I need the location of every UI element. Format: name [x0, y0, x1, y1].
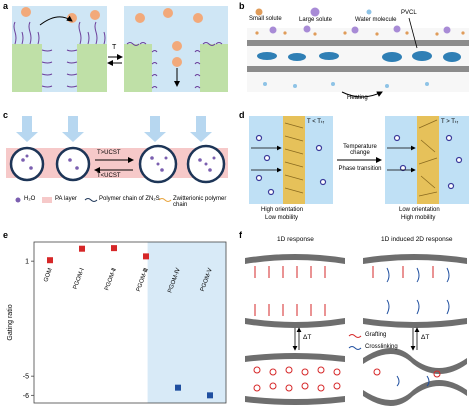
panel-c-illustration [6, 116, 228, 203]
grafting-legend: Grafting [365, 332, 387, 338]
y-tick-label: -6 [23, 393, 29, 400]
data-point [111, 245, 117, 252]
panel-a-illustration [12, 6, 228, 92]
temperature-change-label: Temperature change [343, 144, 377, 156]
large-solute-label: Large solute [299, 17, 333, 23]
panel-b: b Small solute Large solute Water molecu… [237, 0, 474, 106]
panel-d-label: d [239, 110, 245, 120]
panel-b-illustration [247, 7, 469, 98]
plot-frame [33, 241, 227, 404]
t-high-label: T > Tₜᵣ [441, 119, 459, 125]
panel-e-label: e [3, 230, 9, 240]
category-label: PGOM-Ⅱ [104, 267, 118, 291]
right-response-title: 1D induced 2D response [381, 236, 453, 243]
data-point [175, 384, 181, 391]
phase-transition-label: Phase transition [338, 166, 382, 172]
right-caption-line-2: High mobility [401, 215, 436, 221]
legend-pa-layer: PA layer [55, 196, 77, 202]
t-below-ucst-label: T<UCST [97, 173, 121, 179]
left-response-title: 1D response [277, 236, 314, 243]
y-tick-label: -5 [23, 374, 29, 381]
heating-label: Heating [347, 95, 368, 101]
legend-polymer-chain: Polymer chain of ZN₂S [99, 196, 160, 202]
legend-zwitterionic-chain: Zwitterionic polymer chain [173, 196, 227, 208]
panel-b-label: b [239, 1, 245, 11]
pvcl-label: PVCL [401, 10, 417, 16]
data-point [79, 245, 85, 252]
data-point [207, 392, 213, 399]
t-above-ucst-label: T>UCST [97, 150, 121, 156]
panel-f-label: f [239, 230, 242, 240]
category-label: PGOM-Ⅰ [73, 267, 86, 290]
panel-d: d T < Tₜᵣ T > Tₜᵣ Temperature change Pha… [237, 108, 474, 226]
data-point [47, 257, 53, 264]
panel-a-label: a [3, 1, 9, 11]
right-delta-t: ΔT [421, 334, 430, 341]
category-label: GOM [43, 267, 54, 283]
left-caption-line-2: Low mobility [265, 215, 299, 221]
water-molecule-label: Water molecule [355, 17, 397, 23]
shaded-region [147, 242, 226, 403]
small-solute-label: Small solute [249, 16, 282, 22]
right-caption-line-1: Low orientation [399, 207, 440, 213]
y-tick-label: 1 [25, 259, 29, 266]
legend-water: H₂O [24, 196, 36, 202]
panel-d-illustration [249, 116, 469, 204]
left-delta-t: ΔT [303, 334, 312, 341]
panel-a-temperature-label: T [112, 44, 117, 51]
y-axis-label: Gating ratio [7, 304, 14, 340]
t-low-label: T < Tₜᵣ [307, 119, 325, 125]
left-caption-line-1: High orientation [261, 207, 304, 213]
crosslinking-legend: Crosslinking [365, 344, 398, 350]
data-point [143, 253, 149, 260]
panel-c: c T>UCST T<UCST H₂O PA layer Polymer cha… [0, 108, 232, 220]
panel-f: f 1D res [237, 228, 474, 415]
panel-a: a T [0, 0, 232, 96]
panel-f-illustration [245, 254, 467, 406]
panel-c-label: c [3, 110, 9, 120]
